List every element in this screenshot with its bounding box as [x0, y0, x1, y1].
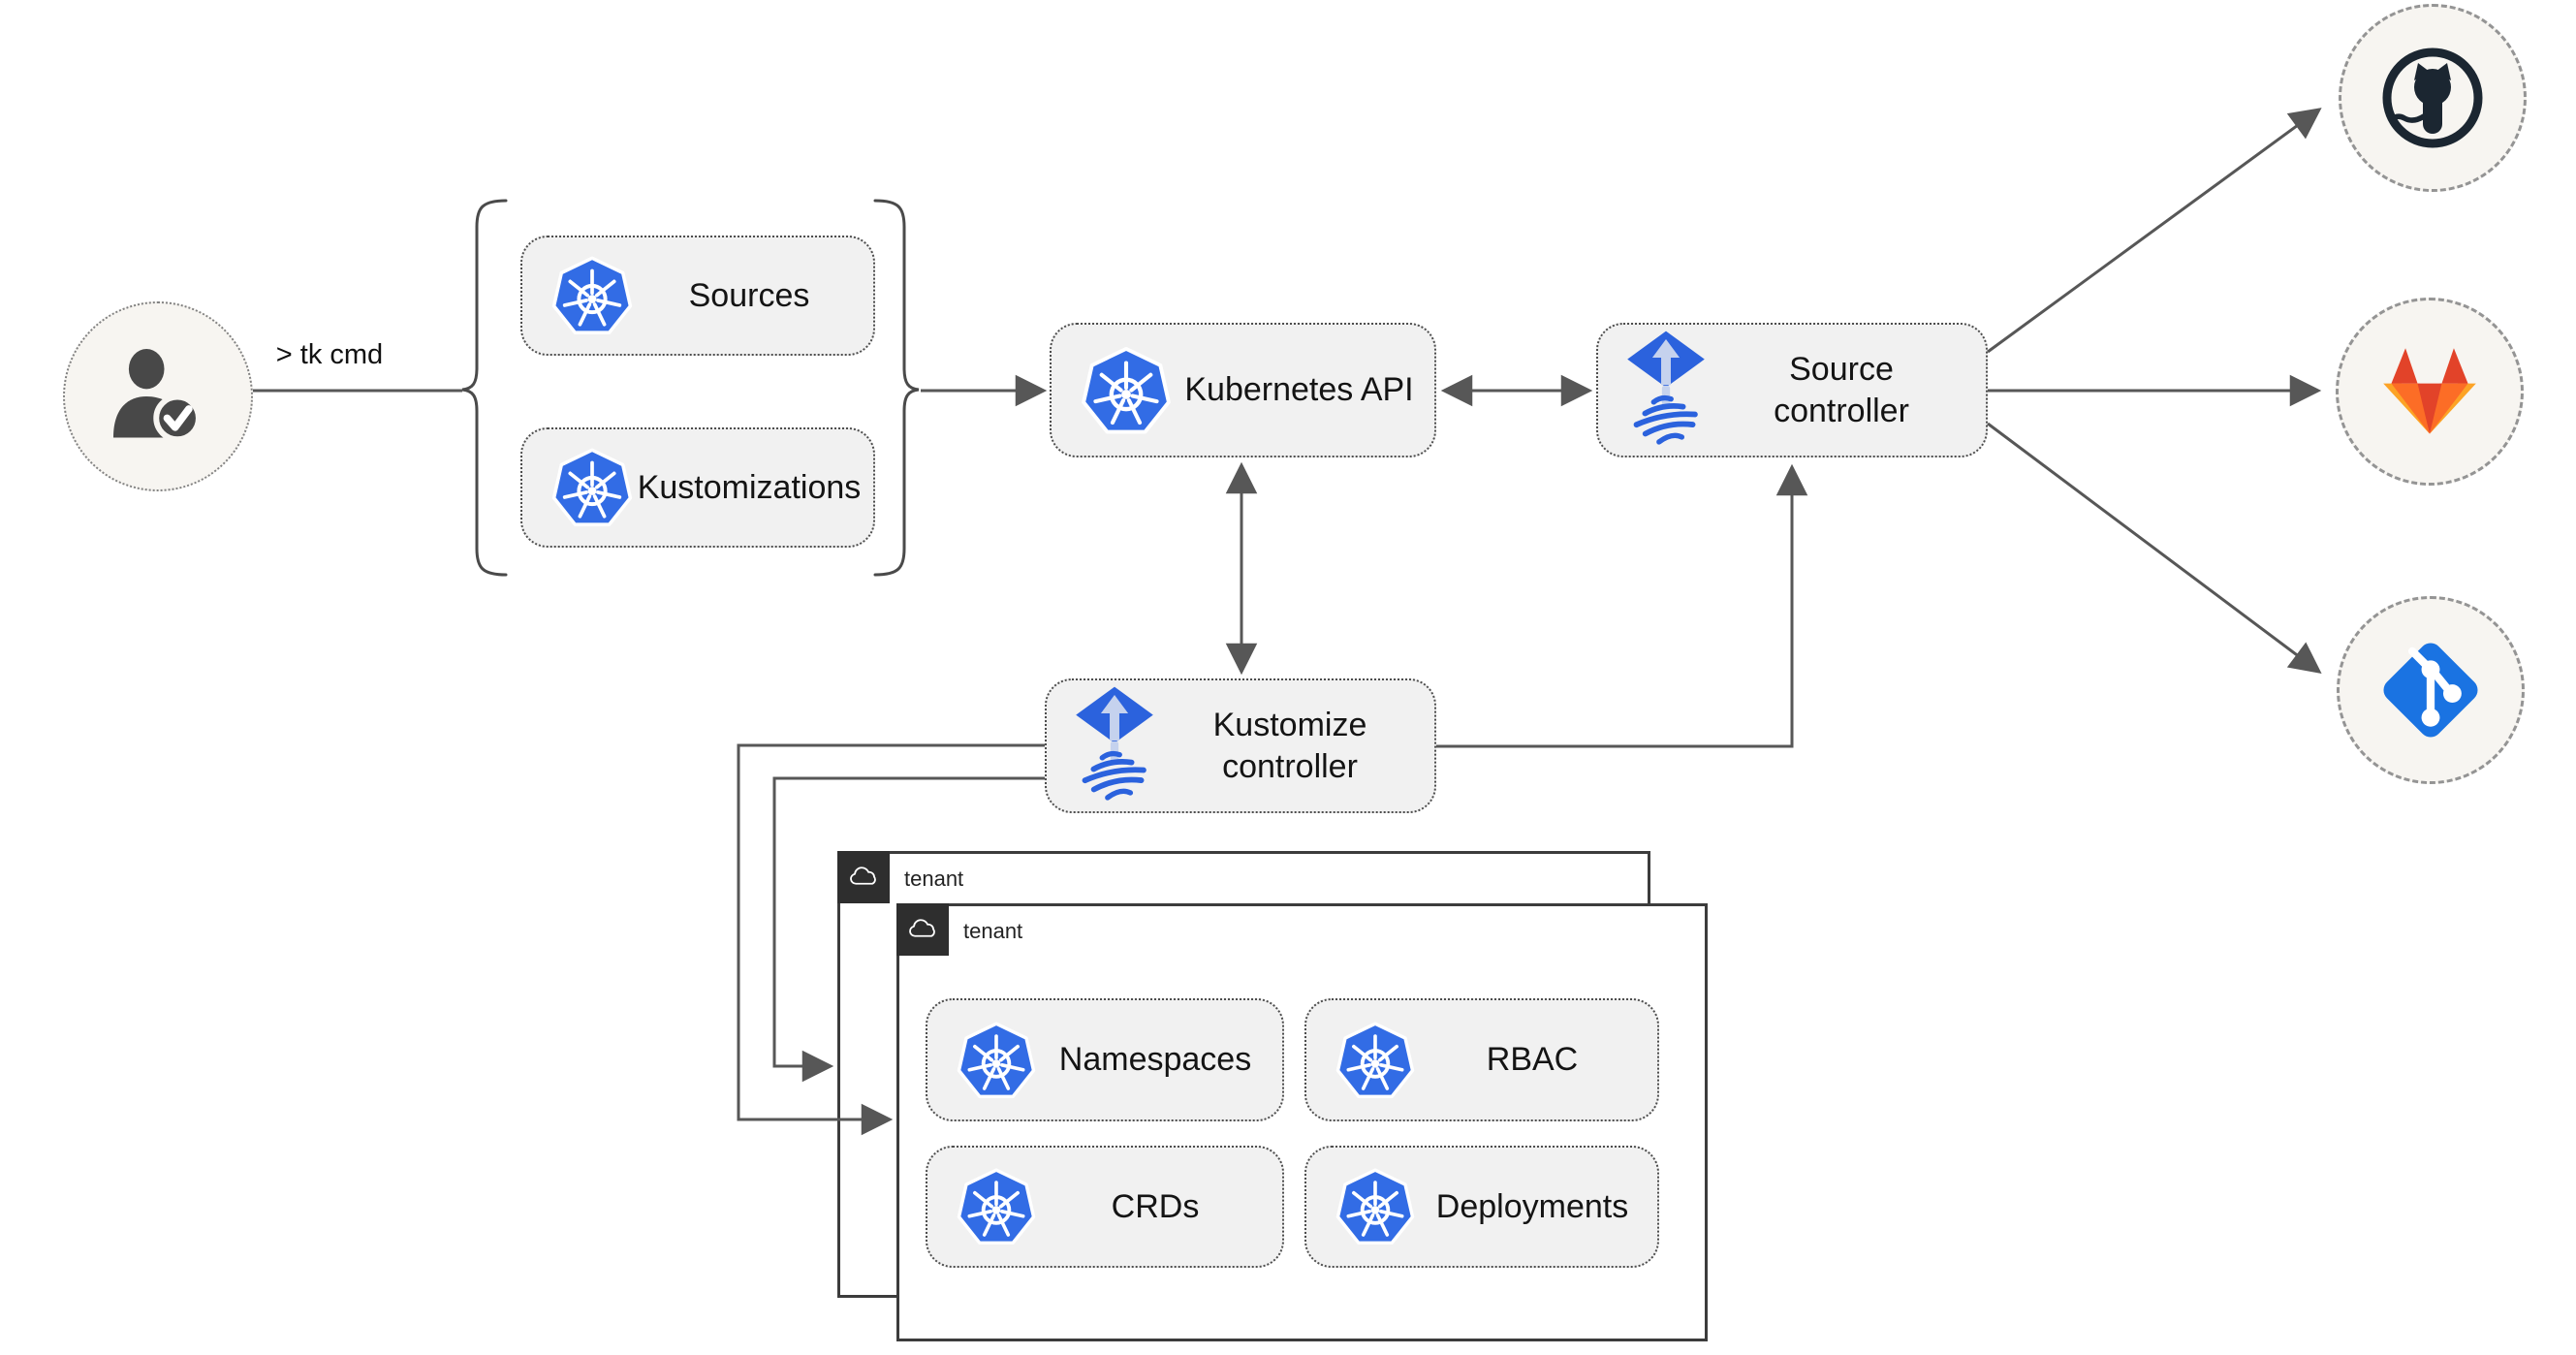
git-provider [2337, 596, 2525, 784]
kubernetes-icon [1334, 1019, 1417, 1102]
node-label: Kustomize controller [1212, 707, 1367, 785]
node-label: Deployments [1435, 1187, 1629, 1225]
kubernetes-icon [955, 1165, 1038, 1248]
kubernetes-icon [1079, 343, 1174, 438]
git-icon [2373, 633, 2488, 747]
cloud-icon [846, 860, 881, 895]
node-label: Source controller [1774, 351, 1909, 429]
command-label: > tk cmd [275, 339, 384, 370]
node-label: RBAC [1486, 1041, 1579, 1079]
kubernetes-icon [955, 1019, 1038, 1102]
github-icon [2374, 40, 2491, 156]
flux-icon [1074, 685, 1155, 807]
tenant-label: tenant [904, 867, 964, 891]
tenant-box-inner: tenant [896, 903, 1708, 1341]
github-provider [2339, 4, 2527, 192]
namespaces-node: Namespaces [926, 998, 1284, 1121]
node-label: Sources [688, 276, 810, 314]
cloud-icon [905, 912, 940, 947]
user-avatar [63, 301, 253, 491]
crds-node: CRDs [926, 1146, 1284, 1268]
kubernetes-api-node: Kubernetes API [1050, 323, 1436, 457]
node-label: Kustomizations [637, 468, 862, 506]
deployments-node: Deployments [1304, 1146, 1659, 1268]
kubernetes-icon [1334, 1165, 1417, 1248]
kubernetes-icon [550, 445, 635, 530]
node-label: Kubernetes API [1184, 371, 1414, 409]
flux-icon [1625, 330, 1707, 452]
connector-kustomize-sourcecontroller [1436, 463, 1808, 748]
kustomizations-node: Kustomizations [520, 427, 875, 548]
right-brace [873, 199, 920, 577]
sources-node: Sources [520, 236, 875, 356]
gitlab-provider [2336, 298, 2524, 486]
kubernetes-icon [550, 253, 635, 338]
rbac-node: RBAC [1304, 998, 1659, 1121]
kustomize-controller-node: Kustomize controller [1045, 678, 1436, 813]
tenant-tab [837, 851, 890, 903]
connector-source-github [1987, 108, 2322, 354]
left-brace [461, 199, 508, 577]
source-controller-node: Source controller [1596, 323, 1988, 457]
gitlab-icon [2379, 345, 2480, 438]
node-label: Namespaces [1058, 1041, 1252, 1079]
tenant-tab [896, 903, 949, 956]
tenant-label: tenant [963, 919, 1023, 943]
connector-source-git [1987, 422, 2322, 674]
node-label: CRDs [1111, 1187, 1200, 1225]
user-check-icon [101, 339, 215, 454]
